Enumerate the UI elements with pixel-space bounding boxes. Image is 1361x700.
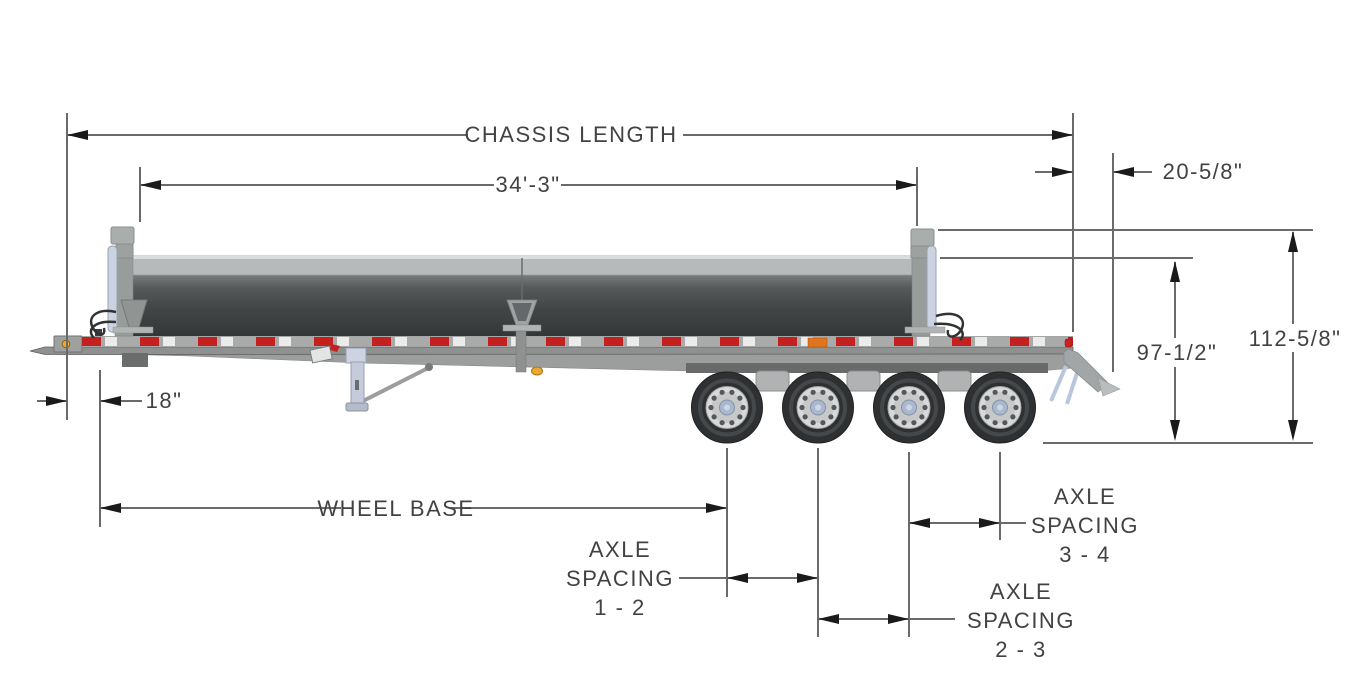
mid-marker-light [531, 366, 543, 376]
rear-bulkhead-post [904, 228, 965, 341]
ext-line-axle-2 [817, 448, 819, 637]
dim-line-body-right [561, 184, 917, 186]
dim-line-axle-1-2 [679, 577, 818, 579]
arrow-body-left [140, 180, 161, 190]
dim-line-rail-height-lower [1174, 367, 1176, 438]
axle-spacing-3-4-line2: SPACING [1031, 513, 1139, 538]
wheel-base-label: WHEEL BASE [317, 496, 475, 521]
arrow-overall-height-bottom [1288, 420, 1298, 441]
arrow-axle23-left [818, 614, 839, 624]
arrow-rail-height-bottom [1170, 420, 1180, 441]
dim-line-body-left [140, 184, 494, 186]
arrow-rail-height-top [1170, 261, 1180, 282]
axle-spacing-1-2-line3: 1 - 2 [594, 595, 646, 620]
rear-hydraulic-cylinder [926, 245, 937, 333]
arrow-overall-height-top [1288, 231, 1298, 252]
axle-spacing-2-3-line3: 2 - 3 [995, 637, 1047, 662]
wheel-2 [780, 370, 856, 445]
arrow-offset-right [100, 396, 121, 406]
body-length-label: 34'-3" [495, 172, 561, 197]
ext-line-body-rear [916, 167, 918, 226]
axle-spacing-3-4-line1: AXLE [1053, 484, 1117, 509]
dim-line-wheelbase-left [100, 507, 341, 509]
dim-line-chassis-left [67, 134, 468, 136]
dim-line-wheelbase-right [451, 507, 727, 509]
ext-line-axle-3 [908, 452, 910, 637]
arrow-body-right [896, 180, 917, 190]
arrow-axle34-left [909, 518, 930, 528]
arrow-axle23-right [888, 614, 909, 624]
rear-hoses [933, 312, 965, 341]
center-stake [502, 258, 543, 376]
axle-spacing-2-3-line2: SPACING [967, 608, 1075, 633]
ext-line-body-front [139, 167, 141, 222]
chassis-length-label: CHASSIS LENGTH [464, 122, 678, 147]
orange-placard [807, 337, 828, 348]
rear-overhang-label: 20-5/8" [1162, 159, 1244, 184]
rear-ramp [1063, 348, 1109, 393]
ext-line-overhang-rear [1112, 153, 1114, 372]
wheel-3 [871, 370, 947, 445]
axle-spacing-3-4-label: AXLE SPACING 3 - 4 [1010, 482, 1160, 569]
arrow-offset-left [46, 396, 67, 406]
wheel-1 [689, 370, 765, 445]
arrow-wheelbase-left [100, 503, 121, 513]
front-offset-label: 18" [145, 388, 183, 413]
ext-line-axle-1 [726, 448, 728, 597]
ext-line-chassis-rear [1072, 113, 1074, 332]
ext-line-kingpin [99, 370, 101, 527]
conspicuity-tape-band [82, 336, 1073, 347]
arrow-axle34-right [979, 518, 1000, 528]
dim-line-rail-height-upper [1174, 262, 1176, 338]
rail-height-label: 97-1/2" [1136, 340, 1218, 365]
front-bulkhead-post [89, 226, 154, 367]
dim-line-offset-right [100, 400, 142, 402]
axle-spacing-1-2-label: AXLE SPACING 1 - 2 [545, 535, 695, 622]
ref-line-rail-height-top [940, 257, 1193, 259]
arrow-axle12-right [797, 573, 818, 583]
wheel-4 [962, 370, 1038, 445]
arrow-overhang-right [1113, 167, 1134, 177]
arrow-chassis-right [1052, 130, 1073, 140]
axle-spacing-3-4-line3: 3 - 4 [1059, 542, 1111, 567]
arrow-chassis-left [67, 130, 88, 140]
landing-gear [309, 344, 433, 412]
axle-spacing-1-2-line2: SPACING [566, 566, 674, 591]
arrow-overhang-left [1052, 167, 1073, 177]
front-hydraulic-cylinder [107, 245, 118, 333]
ext-line-axle-4 [999, 452, 1001, 540]
top-rail [113, 255, 913, 276]
dim-line-overall-height-lower [1292, 352, 1294, 437]
axle-spacing-1-2-line1: AXLE [588, 537, 652, 562]
dim-line-chassis-right [683, 134, 1073, 136]
axle-spacing-2-3-label: AXLE SPACING 2 - 3 [946, 577, 1096, 664]
rear-straps [1049, 365, 1079, 405]
ref-line-overall-height-top [938, 229, 1313, 231]
dim-line-axle-3-4 [909, 522, 1026, 524]
front-hoses [89, 309, 117, 339]
ref-line-ground [1043, 442, 1313, 444]
ext-line-chassis-front [66, 113, 68, 420]
axle-spacing-2-3-line1: AXLE [989, 579, 1053, 604]
arrow-wheelbase-right [706, 503, 727, 513]
rear-details [807, 337, 1121, 405]
dim-line-overall-height-upper [1292, 232, 1294, 324]
arrow-axle12-left [727, 573, 748, 583]
overall-height-label: 112-5/8" [1248, 326, 1342, 351]
tail-light [1064, 338, 1073, 348]
dim-line-axle-2-3 [818, 618, 955, 620]
